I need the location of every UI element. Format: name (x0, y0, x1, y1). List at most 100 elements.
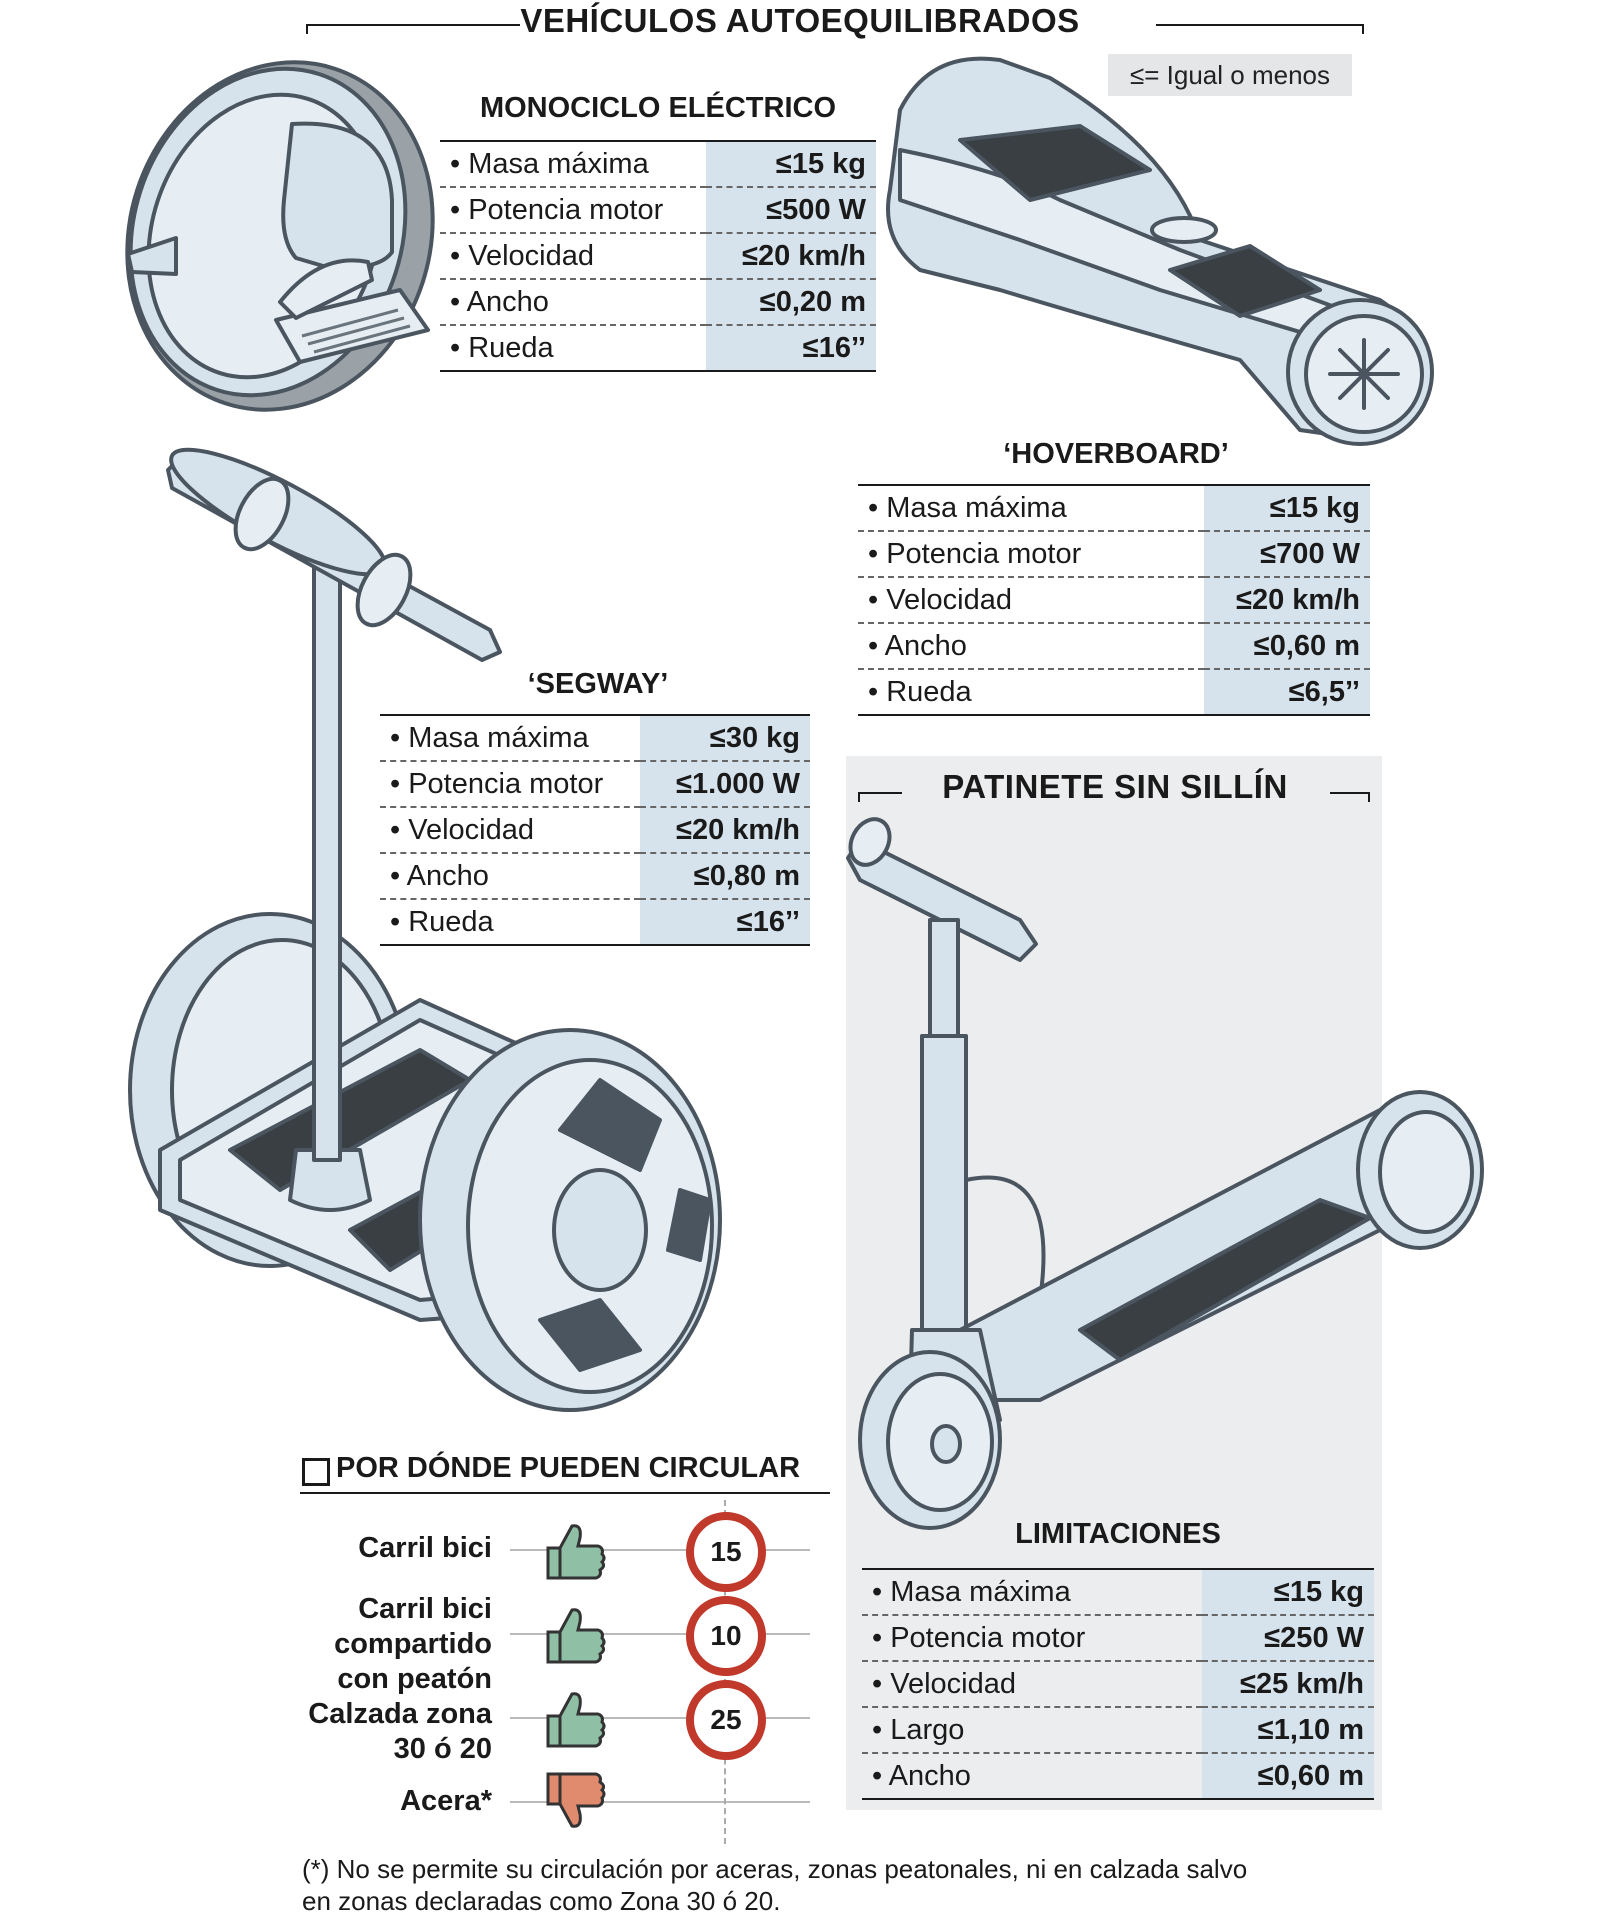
patinete-title: PATINETE SIN SILLÍN (942, 768, 1288, 805)
table-row: • Masa máxima≤15 kg (858, 484, 1370, 532)
table-row: • Potencia motor≤250 W (862, 1615, 1374, 1662)
spec-label: • Ancho (440, 279, 706, 326)
spec-label: • Masa máxima (440, 140, 706, 188)
spec-label: • Velocidad (858, 577, 1204, 624)
patinete-spec-table: • Masa máxima≤15 kg • Potencia motor≤250… (862, 1568, 1374, 1800)
limitaciones-title: LIMITACIONES (1015, 1518, 1221, 1550)
spec-label: • Potencia motor (440, 187, 706, 234)
patinete-line-left (860, 792, 902, 794)
road-label: Carril bici compartido con peatón (334, 1593, 492, 1695)
spec-value: ≤30 kg (640, 714, 810, 762)
speed-limit-value: 15 (710, 1536, 742, 1567)
patinete-tick-right (1368, 792, 1370, 802)
segway-illustration (128, 447, 722, 1412)
circulation-rule (300, 1492, 830, 1494)
row-guide-3 (510, 1717, 810, 1719)
spec-label: • Rueda (380, 899, 640, 946)
spec-value: ≤15 kg (1204, 484, 1370, 532)
hoverboard-title: ‘HOVERBOARD’ (1003, 438, 1229, 470)
table-row: • Rueda≤6,5’’ (858, 669, 1370, 716)
table-row: • Masa máxima≤15 kg (862, 1568, 1374, 1616)
row-guide-2 (510, 1633, 810, 1635)
road-label: Calzada zona 30 ó 20 (308, 1698, 492, 1765)
thumbs-down-icon (546, 1772, 606, 1828)
table-row: • Ancho≤0,60 m (862, 1753, 1374, 1800)
table-row: • Velocidad≤20 km/h (440, 233, 876, 280)
road-label: Acera* (400, 1785, 492, 1817)
spec-label: • Ancho (858, 623, 1204, 670)
table-row: • Ancho≤0,60 m (858, 623, 1370, 670)
table-row: • Velocidad≤20 km/h (858, 577, 1370, 624)
spec-value: ≤16’’ (640, 899, 810, 946)
spec-label: • Largo (862, 1707, 1202, 1754)
spec-label: • Ancho (380, 853, 640, 900)
spec-value: ≤16’’ (706, 325, 876, 372)
header-tick-right (1362, 24, 1364, 34)
spec-value: ≤500 W (706, 187, 876, 234)
spec-value: ≤20 km/h (706, 233, 876, 280)
monociclo-spec-table: • Masa máxima≤15 kg • Potencia motor≤500… (440, 140, 876, 372)
spec-label: • Rueda (858, 669, 1204, 716)
speed-limit-sign: 15 (686, 1512, 766, 1592)
thumbs-up-icon (546, 1692, 606, 1748)
spec-label: • Masa máxima (380, 714, 640, 762)
thumbs-up-icon (546, 1608, 606, 1664)
spec-label: • Potencia motor (862, 1615, 1202, 1662)
patinete-tick-left (858, 792, 860, 802)
spec-value: ≤20 km/h (1204, 577, 1370, 624)
spec-value: ≤25 km/h (1202, 1661, 1374, 1708)
header-line-left (308, 24, 520, 26)
patinete-line-right (1330, 792, 1370, 794)
spec-value: ≤0,20 m (706, 279, 876, 326)
row-guide-4 (510, 1801, 810, 1803)
table-row: • Rueda≤16’’ (440, 325, 876, 372)
spec-value: ≤700 W (1204, 531, 1370, 578)
legend-box: ≤= Igual o menos (1108, 54, 1352, 96)
spec-label: • Rueda (440, 325, 706, 372)
speed-limit-value: 25 (710, 1704, 742, 1735)
header-line-right (1156, 24, 1362, 26)
table-row: • Potencia motor≤500 W (440, 187, 876, 234)
spec-label: • Ancho (862, 1753, 1202, 1800)
hoverboard-illustration (886, 56, 1434, 446)
spec-label: • Velocidad (380, 807, 640, 854)
spec-label: • Velocidad (440, 233, 706, 280)
circulation-title: POR DÓNDE PUEDEN CIRCULAR (336, 1452, 801, 1484)
table-row: • Masa máxima≤15 kg (440, 140, 876, 188)
spec-value: ≤0,80 m (640, 853, 810, 900)
table-row: • Masa máxima≤30 kg (380, 714, 810, 762)
table-row: • Velocidad≤25 km/h (862, 1661, 1374, 1708)
spec-label: • Masa máxima (858, 484, 1204, 532)
table-row: • Potencia motor≤1.000 W (380, 761, 810, 808)
table-row: • Velocidad≤20 km/h (380, 807, 810, 854)
checkbox-icon (302, 1458, 330, 1486)
row-guide-1 (510, 1549, 810, 1551)
hoverboard-spec-table: • Masa máxima≤15 kg • Potencia motor≤700… (858, 484, 1370, 716)
speed-limit-sign: 25 (686, 1680, 766, 1760)
spec-value: ≤1,10 m (1202, 1707, 1374, 1754)
spec-value: ≤6,5’’ (1204, 669, 1370, 716)
table-row: • Ancho≤0,20 m (440, 279, 876, 326)
spec-value: ≤20 km/h (640, 807, 810, 854)
speed-limit-value: 10 (710, 1620, 742, 1651)
table-row: • Ancho≤0,80 m (380, 853, 810, 900)
spec-value: ≤250 W (1202, 1615, 1374, 1662)
spec-label: • Velocidad (862, 1661, 1202, 1708)
segway-title: ‘SEGWAY’ (527, 668, 669, 700)
speed-limit-sign: 10 (686, 1596, 766, 1676)
spec-label: • Masa máxima (862, 1568, 1202, 1616)
footnote-line-1: (*) No se permite su circulación por ace… (302, 1854, 1248, 1884)
segway-spec-table: • Masa máxima≤30 kg • Potencia motor≤1.0… (380, 714, 810, 946)
page-title: VEHÍCULOS AUTOEQUILIBRADOS (520, 2, 1080, 39)
spec-value: ≤15 kg (1202, 1568, 1374, 1616)
table-row: • Rueda≤16’’ (380, 899, 810, 946)
spec-value: ≤15 kg (706, 140, 876, 188)
monociclo-title: MONOCICLO ELÉCTRICO (479, 92, 837, 124)
spec-label: • Potencia motor (380, 761, 640, 808)
table-row: • Largo≤1,10 m (862, 1707, 1374, 1754)
thumbs-up-icon (546, 1524, 606, 1580)
table-row: • Potencia motor≤700 W (858, 531, 1370, 578)
spec-value: ≤1.000 W (640, 761, 810, 808)
scooter-illustration (846, 817, 1484, 1530)
footnote-line-2: en zonas declaradas como Zona 30 ó 20. (302, 1886, 781, 1916)
